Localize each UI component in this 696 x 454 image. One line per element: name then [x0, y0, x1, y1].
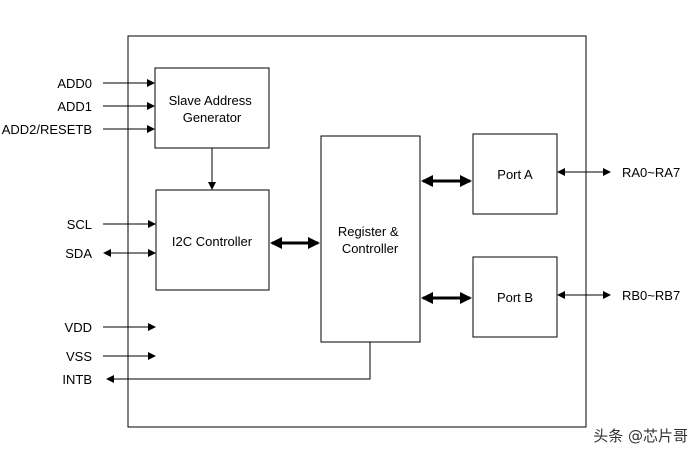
intb-line: [106, 342, 371, 383]
pin-label-intb: INTB: [62, 372, 92, 387]
slave-address-generator-line-1: Slave Address: [169, 93, 253, 108]
pin-label-vss: VSS: [66, 349, 92, 364]
port-a-block: Port A: [472, 133, 558, 215]
pin-label-scl: SCL: [67, 217, 92, 232]
port-a-label: Port A: [497, 167, 533, 182]
watermark-text: 头条 @芯片哥: [593, 427, 688, 445]
pin-label-sda: SDA: [65, 246, 92, 261]
slave-address-generator-block: Slave Address Generator: [154, 67, 270, 149]
svg-text:Register & Controller: Register & Controller: [338, 224, 402, 256]
i2c-controller-label: I2C Controller: [172, 234, 253, 249]
pin-label-vdd: VDD: [65, 320, 92, 335]
pin-label-add2-resetb: ADD2/RESETB: [2, 122, 92, 137]
i2c-controller-block: I2C Controller: [155, 189, 270, 291]
slave-address-generator-line-2: Generator: [183, 110, 242, 125]
register-controller-block: Register & Controller: [320, 135, 421, 343]
pin-label-ra: RA0~RA7: [622, 165, 680, 180]
register-controller-line-2: Controller: [342, 241, 399, 256]
port-b-label: Port B: [497, 290, 533, 305]
register-controller-line-1: Register &: [338, 224, 399, 239]
chip-outline: [127, 35, 587, 428]
pin-label-add1: ADD1: [57, 99, 92, 114]
svg-text:Slave Address Generator: Slave Address Generator: [169, 93, 256, 125]
port-b-block: Port B: [472, 256, 558, 338]
pin-label-rb: RB0~RB7: [622, 288, 680, 303]
pin-label-add0: ADD0: [57, 76, 92, 91]
